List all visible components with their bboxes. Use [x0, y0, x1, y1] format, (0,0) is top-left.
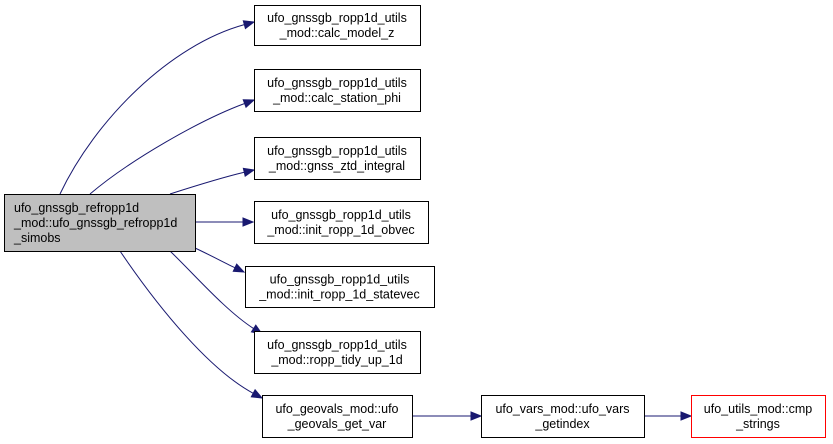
node-box: [254, 5, 421, 46]
node-vars_getindex[interactable]: ufo_vars_mod::ufo_vars_getindex: [481, 395, 645, 438]
node-label-line: ufo_vars_mod::ufo_vars: [495, 402, 629, 416]
node-label-line: _mod::init_ropp_1d_obvec: [266, 223, 414, 237]
node-init_ropp_1d_statevec[interactable]: ufo_gnssgb_ropp1d_utils_mod::init_ropp_1…: [245, 266, 435, 308]
edge-root-to-geovals_get_var: [119, 250, 254, 394]
nodes-layer: ufo_gnssgb_refropp1d_mod::ufo_gnssgb_ref…: [4, 5, 826, 438]
node-box: [245, 266, 435, 308]
node-label-line: ufo_gnssgb_ropp1d_utils: [267, 144, 407, 158]
arrowhead-icon: [242, 217, 255, 227]
node-label-line: _mod::ufo_gnssgb_refropp1d: [13, 216, 177, 230]
node-box: [481, 395, 645, 438]
node-box: [254, 331, 421, 374]
node-box: [254, 137, 421, 180]
arrowhead-icon: [250, 388, 264, 399]
node-label-line: ufo_gnssgb_refropp1d: [14, 201, 139, 215]
node-label-line: _strings: [735, 417, 780, 431]
node-label-line: ufo_gnssgb_ropp1d_utils: [271, 208, 411, 222]
node-label-line: ufo_utils_mod::cmp: [704, 402, 812, 416]
node-label-line: ufo_geovals_mod::ufo: [275, 402, 398, 416]
node-label-line: _getindex: [534, 417, 590, 431]
node-calc_station_phi[interactable]: ufo_gnssgb_ropp1d_utils_mod::calc_statio…: [254, 69, 421, 112]
arrowhead-icon: [680, 411, 693, 421]
node-box: [254, 201, 429, 244]
node-label-line: ufo_gnssgb_ropp1d_utils: [270, 273, 410, 287]
edge-root-to-gnss_ztd_integral: [169, 171, 245, 195]
arrowhead-icon: [232, 263, 246, 273]
node-gnss_ztd_integral[interactable]: ufo_gnssgb_ropp1d_utils_mod::gnss_ztd_in…: [254, 137, 421, 180]
node-box: [691, 395, 826, 438]
edge-root-to-calc_model_z: [59, 24, 245, 195]
node-label-line: _geovals_get_var: [287, 417, 387, 431]
edges-layer: [59, 20, 693, 421]
node-box: [4, 194, 196, 252]
node-label-line: _mod::ropp_tidy_up_1d: [270, 353, 402, 367]
node-label-line: _mod::calc_station_phi: [272, 91, 401, 105]
arrowhead-icon: [242, 99, 256, 109]
node-label-line: ufo_gnssgb_ropp1d_utils: [267, 338, 407, 352]
node-label-line: _mod::gnss_ztd_integral: [268, 159, 405, 173]
node-label-line: _mod::calc_model_z: [279, 26, 395, 40]
node-root: ufo_gnssgb_refropp1d_mod::ufo_gnssgb_ref…: [4, 194, 196, 252]
node-cmp_strings[interactable]: ufo_utils_mod::cmp_strings: [691, 395, 826, 438]
arrowhead-icon: [470, 411, 483, 421]
arrowhead-icon: [242, 167, 256, 178]
node-geovals_get_var[interactable]: ufo_geovals_mod::ufo_geovals_get_var: [262, 395, 413, 438]
node-label-line: _simobs: [13, 231, 61, 245]
node-label-line: ufo_gnssgb_ropp1d_utils: [267, 11, 407, 25]
node-box: [262, 395, 413, 438]
node-calc_model_z[interactable]: ufo_gnssgb_ropp1d_utils_mod::calc_model_…: [254, 5, 421, 46]
node-label-line: _mod::init_ropp_1d_statevec: [258, 288, 420, 302]
node-label-line: ufo_gnssgb_ropp1d_utils: [267, 76, 407, 90]
edge-root-to-ropp_tidy_up_1d: [169, 250, 254, 329]
node-init_ropp_1d_obvec[interactable]: ufo_gnssgb_ropp1d_utils_mod::init_ropp_1…: [254, 201, 429, 244]
node-ropp_tidy_up_1d[interactable]: ufo_gnssgb_ropp1d_utils_mod::ropp_tidy_u…: [254, 331, 421, 374]
arrowhead-icon: [242, 20, 256, 30]
node-box: [254, 69, 421, 112]
edge-root-to-calc_station_phi: [89, 103, 245, 195]
edge-root-to-init_ropp_1d_statevec: [194, 247, 236, 269]
